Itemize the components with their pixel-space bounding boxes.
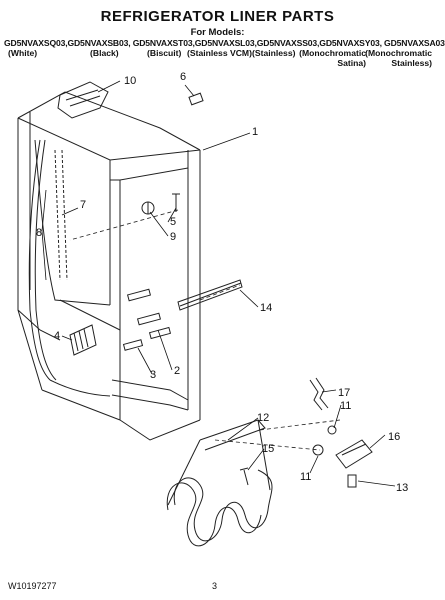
callout-14: 14 [260,302,272,314]
variant-monochromatic-stainless: (Monochromatic Stainless) [365,48,432,68]
variant-monochromatic-satina: (Monochromatic Satina) [299,48,366,68]
clip-part [188,92,204,106]
variant-stainless-vcm: (Stainless VCM) [187,48,252,58]
callout-4: 4 [54,330,60,342]
exploded-parts-diagram: 10 6 1 7 8 5 9 14 4 2 3 12 15 17 11 16 1… [17,71,408,547]
callout-2: 2 [174,365,180,377]
variant-black: (Black) [90,48,119,58]
refrigerator-liner [17,91,201,441]
variant-stainless: (Stainless) [252,48,296,58]
callout-7: 7 [80,199,86,211]
light-socket-assembly [309,377,373,488]
for-models-label: For Models: [190,27,245,38]
callout-13: 13 [396,482,408,494]
control-housing [57,81,109,119]
heater-strip [54,149,68,281]
screw [172,193,180,212]
callout-3: 3 [150,369,156,381]
variant-biscuit: (Biscuit) [147,48,182,58]
round-fitting [141,201,155,215]
evaporator-coil [166,419,273,547]
callout-1: 1 [252,126,258,138]
model-variants: (White) (Black) (Biscuit) (Stainless VCM… [0,48,435,72]
callout-10: 10 [124,75,136,87]
callout-5: 5 [170,216,176,228]
callout-11-upper: 11 [340,400,351,412]
trim-strip [177,279,243,311]
callout-11-lower: 11 [300,471,311,483]
coil-screw [239,467,249,486]
callout-8: 8 [36,227,42,239]
vent-grille [69,324,97,356]
callout-12: 12 [257,412,269,424]
callout-16: 16 [388,431,400,443]
callout-6: 6 [180,71,186,83]
callout-17: 17 [338,387,350,399]
callout-9: 9 [170,231,176,243]
wire-harness [28,139,111,397]
model-numbers: GD5NVAXSQ03,GD5NVAXSB03, GD5NVAXST03,GD5… [4,38,445,48]
page-number: 3 [212,581,218,591]
callout-15: 15 [262,443,274,455]
variant-white: (White) [8,48,38,58]
document-number: W10197277 [8,581,57,591]
page-title: REFRIGERATOR LINER PARTS [100,8,335,25]
